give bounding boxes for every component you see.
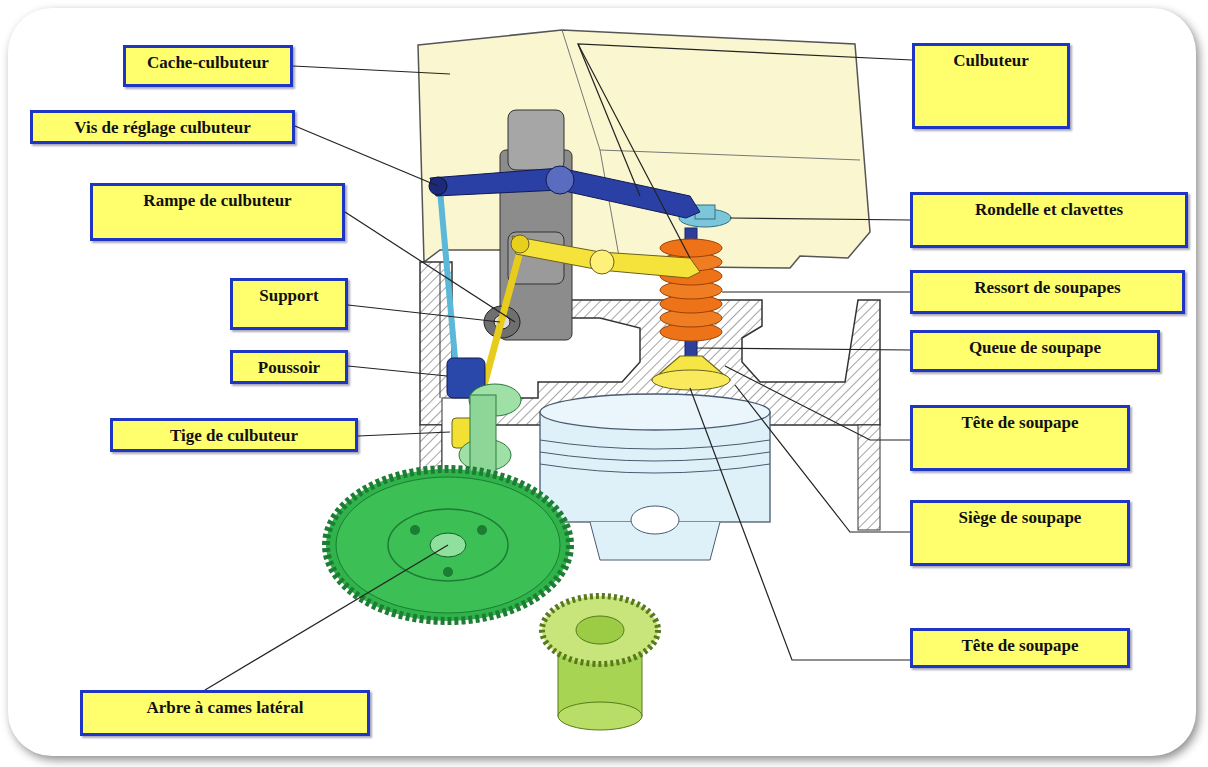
part-label-box: Siège de soupape — [910, 500, 1130, 566]
leader-line — [348, 366, 447, 376]
part-name: Ressort de soupapes — [974, 278, 1120, 297]
crank-gear-end — [558, 702, 642, 730]
part-label-box: Tête de soupape — [910, 628, 1130, 668]
part-name: Arbre à cames latéral — [147, 698, 304, 717]
part-name: Siège de soupape — [959, 508, 1082, 527]
part-name: Cache-culbuteur — [147, 53, 269, 72]
part-label-box: Tige de culbuteur — [110, 418, 358, 452]
part-label-box: Rampe de culbuteur — [90, 183, 345, 241]
part-name: Vis de réglage culbuteur — [74, 118, 250, 137]
part-label-box: Poussoir — [230, 350, 348, 384]
part-label-box: Queue de soupape — [910, 330, 1160, 372]
leader-line — [690, 388, 910, 660]
part-label-box: Support — [230, 278, 348, 330]
wrist-pin — [631, 506, 679, 534]
valve-spring — [660, 239, 722, 341]
piston-rings — [540, 440, 770, 473]
cylinder-wall — [858, 425, 880, 530]
leader-line — [578, 44, 640, 196]
leader-line — [730, 218, 910, 220]
part-name: Support — [259, 286, 319, 305]
part-name: Queue de soupape — [969, 338, 1101, 357]
adjusting-screw — [511, 235, 529, 253]
leader-line — [205, 545, 448, 690]
valve-face — [652, 370, 730, 390]
leader-line — [295, 126, 438, 186]
support-nut — [508, 110, 564, 170]
rocker-pivot — [546, 166, 574, 194]
leader-lines — [205, 44, 912, 690]
cover-edge — [562, 30, 860, 160]
gear-bolt — [477, 525, 487, 535]
leader-line — [725, 366, 910, 440]
rocker-pivot — [590, 250, 614, 274]
leader-line — [697, 348, 910, 350]
part-label-box: Culbuteur — [912, 43, 1070, 129]
part-label-box: Ressort de soupapes — [910, 270, 1185, 314]
cover-edge — [600, 150, 620, 262]
head-wall — [440, 262, 441, 398]
rocker-arm — [512, 236, 700, 278]
leader-line — [735, 385, 910, 532]
part-name: Poussoir — [258, 358, 320, 377]
gear-bolt — [443, 567, 453, 577]
part-name: Rondelle et clavettes — [975, 200, 1123, 219]
part-name: Tige de culbuteur — [170, 426, 298, 445]
leader-line — [358, 432, 450, 436]
part-name: Tête de soupape — [961, 413, 1078, 432]
gear-bolt — [410, 525, 420, 535]
leader-line — [578, 44, 912, 258]
part-name: Tête de soupape — [961, 636, 1078, 655]
part-label-box: Vis de réglage culbuteur — [30, 110, 295, 144]
spring-coil — [660, 239, 722, 257]
part-label-box: Tête de soupape — [910, 405, 1130, 471]
part-label-box: Cache-culbuteur — [123, 45, 293, 87]
part-name: Rampe de culbuteur — [143, 191, 291, 210]
part-name: Culbuteur — [953, 51, 1029, 70]
part-label-box: Arbre à cames latéral — [80, 690, 370, 736]
part-label-box: Rondelle et clavettes — [910, 192, 1188, 248]
rocker-cover — [418, 30, 870, 268]
piston-top — [540, 394, 770, 430]
leader-line — [348, 305, 500, 322]
leader-line — [345, 212, 515, 322]
crank-gear-hub — [576, 616, 624, 644]
crank-gear — [542, 596, 658, 664]
leader-line — [722, 291, 910, 292]
leader-line — [293, 66, 450, 74]
